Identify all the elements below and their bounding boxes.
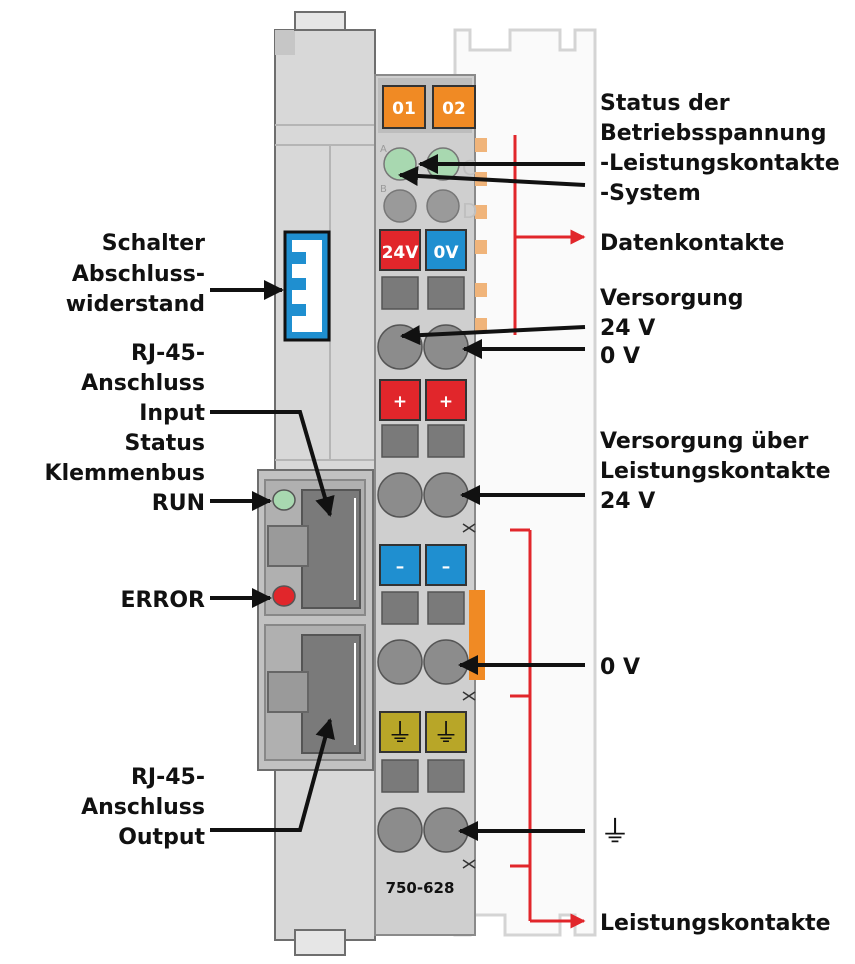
label-switch-1: Schalter xyxy=(102,231,205,256)
power-contacts-bracket xyxy=(510,528,586,929)
led-d xyxy=(426,189,460,223)
led-02-label: 02 xyxy=(442,99,466,119)
label-status-voltage-4: -System xyxy=(600,181,701,206)
supply-0v-label: 0V xyxy=(434,243,460,263)
label-status-1: Status xyxy=(125,431,205,456)
label-status-voltage-2: Betriebsspannung xyxy=(600,121,826,146)
label-rj45-in-2: Anschluss xyxy=(81,371,205,396)
termination-switch[interactable] xyxy=(283,230,331,342)
ground-icon: ⏚ xyxy=(600,815,630,850)
earth-symbol-1: ⏚ xyxy=(387,719,413,749)
led-a-letter: A xyxy=(380,144,387,155)
run-led xyxy=(272,489,296,511)
label-status-voltage-3: -Leistungskontakte xyxy=(600,151,840,176)
leader-arrows xyxy=(210,154,586,841)
label-status-voltage-1: Status der xyxy=(600,91,730,116)
plus-marker-2 xyxy=(425,379,467,421)
led-01-label: 01 xyxy=(392,99,416,119)
label-zero-v: 0 V xyxy=(600,655,640,680)
plus-marker-1 xyxy=(379,379,421,421)
label-supply-power-2: Leistungskontakte xyxy=(600,459,831,484)
minus-label-1: – xyxy=(396,557,405,577)
minus-marker-1 xyxy=(379,544,421,586)
data-contacts-bracket xyxy=(513,135,586,335)
contact-markers xyxy=(462,523,476,869)
plus-label-1: + xyxy=(393,392,407,412)
led-02: 02 xyxy=(432,85,476,129)
label-switch-3: widerstand xyxy=(66,292,205,317)
earth-marker-1 xyxy=(379,711,421,753)
label-power-contacts: Leistungskontakte xyxy=(600,911,831,936)
label-supply-power-3: 24 V xyxy=(600,489,655,514)
label-rj45-in-3: Input xyxy=(139,401,205,426)
supply-24v-marker xyxy=(379,229,421,271)
label-status-2: Klemmenbus xyxy=(45,461,205,486)
label-data-contacts: Datenkontakte xyxy=(600,231,784,256)
right-labels: Status der Betriebsspannung -Leistungsko… xyxy=(600,91,840,936)
supply-0v-marker xyxy=(425,229,467,271)
led-b-letter: B xyxy=(380,184,387,195)
earth-symbol-2: ⏚ xyxy=(433,719,459,749)
left-labels: Schalter Abschluss- widerstand RJ-45- An… xyxy=(45,231,206,850)
led-c-letter: C xyxy=(462,156,476,180)
power-0v-clamps xyxy=(377,591,469,685)
label-supply-2: 24 V xyxy=(600,316,655,341)
label-error: ERROR xyxy=(120,588,205,613)
adjacent-module-outline xyxy=(453,28,597,937)
error-led xyxy=(272,585,296,607)
label-supply-3: 0 V xyxy=(600,344,640,369)
part-number: 750-628 xyxy=(386,879,455,897)
led-01: 01 xyxy=(382,85,426,129)
label-rj45-out-1: RJ-45- xyxy=(131,765,205,790)
data-contact-tabs xyxy=(475,138,487,332)
minus-label-2: – xyxy=(442,557,451,577)
rj45-output-port[interactable] xyxy=(267,634,361,754)
label-switch-2: Abschluss- xyxy=(72,262,205,287)
label-status-3: RUN xyxy=(152,491,205,516)
label-rj45-out-3: Output xyxy=(118,825,205,850)
label-rj45-in-1: RJ-45- xyxy=(131,341,205,366)
label-supply-power-1: Versorgung über xyxy=(600,429,808,454)
earth-marker-2 xyxy=(425,711,467,753)
minus-marker-2 xyxy=(425,544,467,586)
led-d-letter: D xyxy=(462,199,477,223)
label-supply-1: Versorgung xyxy=(600,286,743,311)
supply-24v-label: 24V xyxy=(382,243,420,263)
label-rj45-out-2: Anschluss xyxy=(81,795,205,820)
earth-clamps xyxy=(377,759,469,853)
plus-label-2: + xyxy=(439,392,453,412)
led-b xyxy=(383,189,417,223)
